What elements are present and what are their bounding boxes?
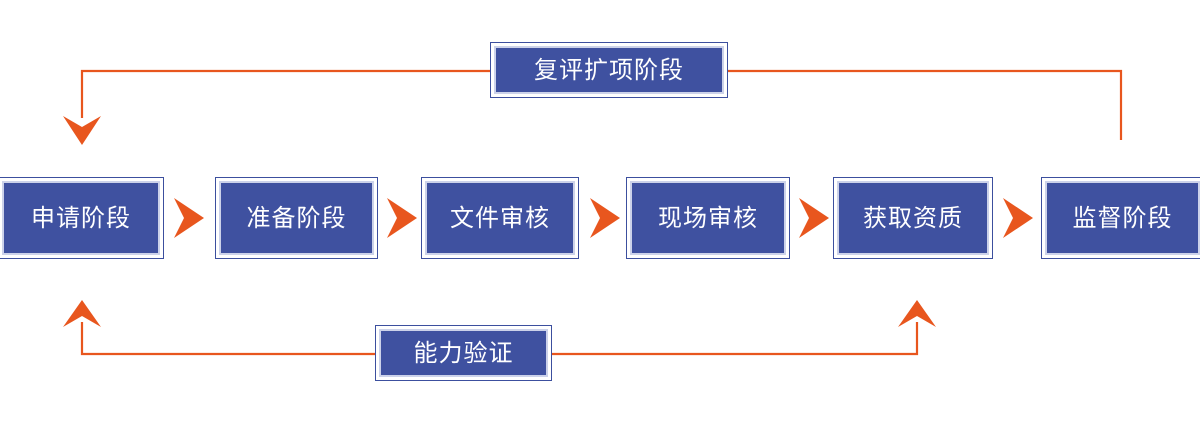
process-node-qualify-label: 获取资质 (863, 204, 963, 232)
chevron-icon-2 (385, 196, 419, 240)
feedback-node-reassess-label: 复评扩项阶段 (534, 56, 684, 84)
feedback-node-capability-label: 能力验证 (413, 339, 514, 367)
process-node-doc-review[interactable]: 文件审核 (421, 177, 579, 259)
feedback-node-reassess[interactable]: 复评扩项阶段 (490, 42, 728, 98)
process-node-supervise-inner: 监督阶段 (1045, 181, 1200, 255)
process-node-doc-review-inner: 文件审核 (425, 181, 575, 255)
process-node-supervise-label: 监督阶段 (1072, 204, 1173, 232)
bottom-right-line (552, 322, 919, 356)
chevron-icon-4 (797, 196, 831, 240)
chevron-icon-5 (1001, 196, 1035, 240)
chevron-icon-3 (588, 196, 622, 240)
process-node-prepare-inner: 准备阶段 (219, 181, 374, 255)
process-node-doc-review-label: 文件审核 (450, 204, 550, 232)
process-node-apply-inner: 申请阶段 (2, 181, 160, 255)
chevron-icon-1 (172, 196, 206, 240)
process-node-supervise[interactable]: 监督阶段 (1041, 177, 1200, 259)
process-node-onsite-inner: 现场审核 (630, 181, 786, 255)
process-node-onsite[interactable]: 现场审核 (626, 177, 790, 259)
bottom-left-line (80, 322, 375, 356)
feedback-node-capability-inner: 能力验证 (379, 329, 548, 377)
bottom-left-arrowhead (63, 300, 101, 327)
process-node-qualify-inner: 获取资质 (837, 181, 989, 255)
process-node-qualify[interactable]: 获取资质 (833, 177, 993, 259)
top-loop-arrowhead (63, 116, 101, 145)
feedback-node-capability[interactable]: 能力验证 (375, 325, 552, 381)
bottom-right-arrowhead (898, 300, 936, 327)
process-node-prepare-label: 准备阶段 (246, 204, 347, 232)
process-node-apply[interactable]: 申请阶段 (0, 177, 164, 259)
process-node-apply-label: 申请阶段 (31, 204, 131, 232)
process-node-onsite-label: 现场审核 (658, 204, 758, 232)
process-node-prepare[interactable]: 准备阶段 (215, 177, 378, 259)
feedback-node-reassess-inner: 复评扩项阶段 (494, 46, 724, 94)
